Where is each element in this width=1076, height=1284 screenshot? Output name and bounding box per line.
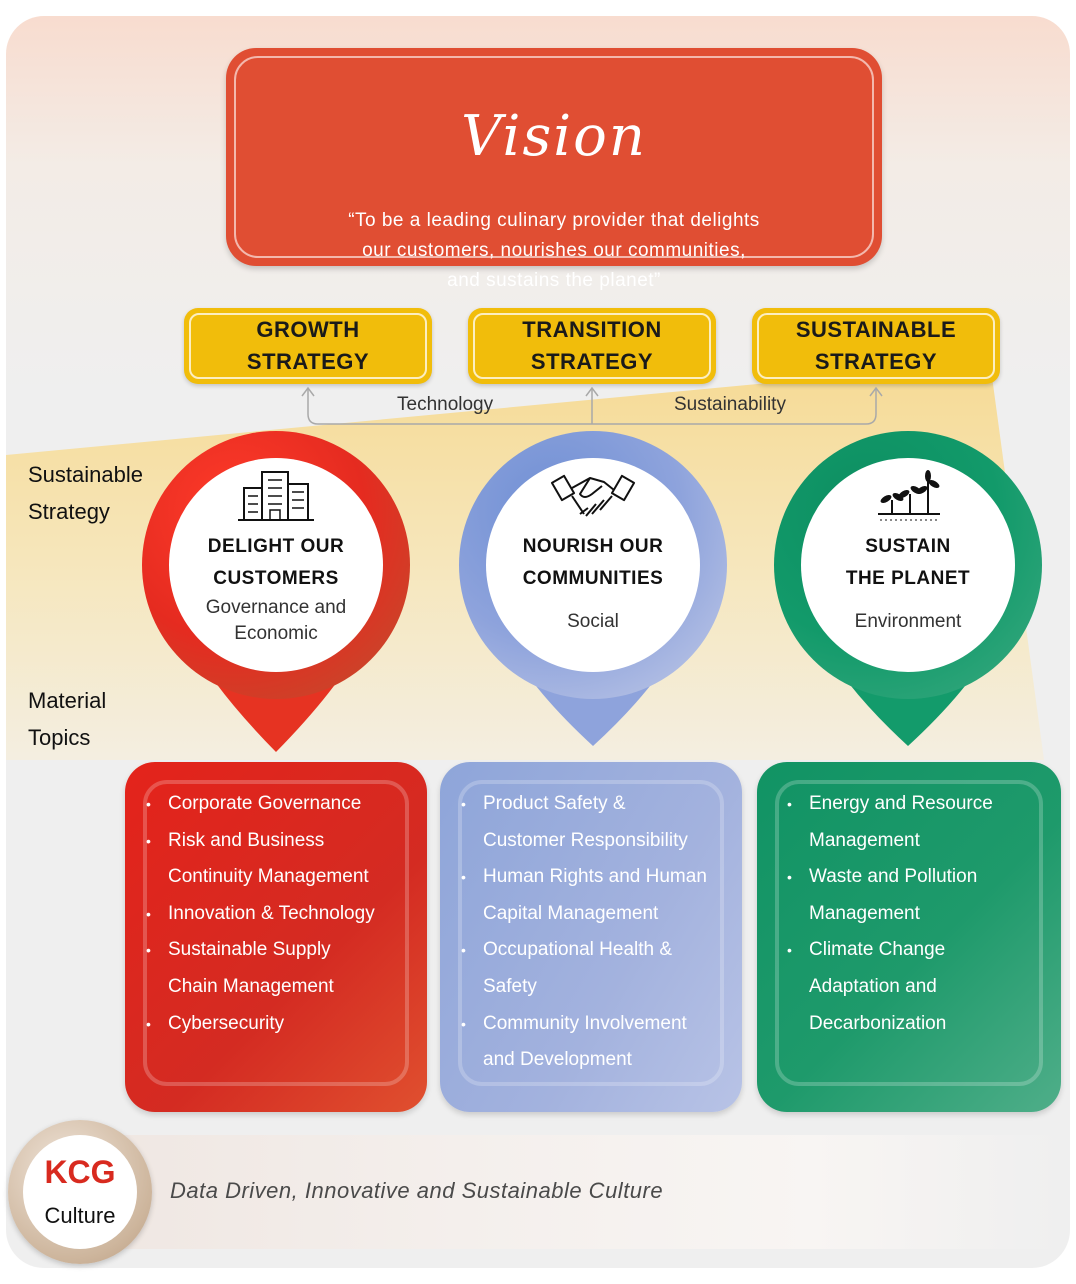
- pillar-planet: SUSTAIN THE PLANET Environment: [808, 531, 1008, 635]
- pillar-planet-subtitle: Environment: [854, 611, 962, 632]
- culture-bar: [60, 1135, 1060, 1249]
- topic-item: Cybersecurity: [146, 1006, 413, 1043]
- pin-planet: [774, 431, 1042, 746]
- culture-tagline: Data Driven, Innovative and Sustainable …: [170, 1178, 664, 1203]
- topic-item: Management: [809, 902, 920, 924]
- topic-item: Adaptation and: [809, 975, 937, 997]
- culture-badge-inner: [23, 1135, 137, 1249]
- pillar-communities: NOURISH OUR COMMUNITIES Social: [493, 531, 693, 635]
- badge-kcg-text: KCG: [44, 1154, 116, 1190]
- plants-icon: [878, 470, 940, 521]
- sustainable-strategy-box: SUSTAINABLE STRATEGY: [752, 308, 1000, 384]
- topics-list-communities: Product Safety & Customer Responsibility…: [461, 786, 728, 1079]
- topic-item: Customer Responsibility: [483, 829, 688, 851]
- topic-item: Occupational Health &: [461, 932, 728, 969]
- topic-item: Innovation & Technology: [146, 896, 413, 933]
- topic-item: Safety: [483, 975, 537, 997]
- handshake-icon: [550, 474, 636, 517]
- growth-strategy-box: GROWTH STRATEGY: [184, 308, 432, 384]
- material-topics-side-label: Material Topics: [28, 688, 107, 750]
- topic-item: Climate Change: [787, 932, 1047, 969]
- transition-strategy-box: TRANSITION STRATEGY: [468, 308, 716, 384]
- pillar-customers-title: DELIGHT OUR CUSTOMERS: [207, 536, 345, 589]
- pillar-planet-title: SUSTAIN THE PLANET: [845, 536, 971, 589]
- topic-item: Product Safety &: [461, 786, 728, 823]
- topics-list-planet: Energy and Resource Management Waste and…: [787, 786, 1047, 1042]
- topic-item: Community Involvement: [461, 1006, 728, 1043]
- sustainability-label: Sustainability: [674, 394, 786, 415]
- topic-item: Chain Management: [168, 975, 334, 997]
- topic-item: Corporate Governance: [146, 786, 413, 823]
- sustainable-strategy-side-label: Sustainable Strategy: [28, 462, 143, 524]
- pillar-communities-subtitle: Social: [567, 611, 619, 632]
- topics-card-communities: Product Safety & Customer Responsibility…: [440, 762, 742, 1112]
- topics-card-planet: Energy and Resource Management Waste and…: [757, 762, 1061, 1112]
- technology-label: Technology: [397, 394, 494, 415]
- topic-item: Risk and Business: [146, 823, 413, 860]
- topics-card-customers: Corporate Governance Risk and Business C…: [125, 762, 427, 1112]
- badge-culture-text: Culture: [44, 1203, 116, 1228]
- culture-badge: KCG Culture: [8, 1120, 152, 1264]
- pin-communities: [459, 431, 727, 746]
- topic-item: Management: [809, 829, 920, 851]
- topic-item: and Development: [483, 1049, 632, 1071]
- topic-item: Sustainable Supply: [146, 932, 413, 969]
- pillar-customers-subtitle: Governance and Economic: [205, 597, 347, 644]
- building-icon: [238, 471, 314, 521]
- pillar-communities-title: NOURISH OUR COMMUNITIES: [522, 536, 664, 589]
- pillar-customers: DELIGHT OUR CUSTOMERS Governance and Eco…: [176, 531, 376, 647]
- vision-box: Vision “To be a leading culinary provide…: [226, 48, 882, 291]
- topics-list-customers: Corporate Governance Risk and Business C…: [146, 786, 413, 1043]
- pin-customers: [142, 431, 410, 752]
- topic-item: Capital Management: [483, 902, 659, 924]
- topic-item: Continuity Management: [168, 866, 369, 888]
- topic-item: Human Rights and Human: [461, 859, 728, 896]
- topic-item: Decarbonization: [809, 1012, 947, 1034]
- topic-item: Waste and Pollution: [787, 859, 1047, 896]
- topic-item: Energy and Resource: [787, 786, 1047, 823]
